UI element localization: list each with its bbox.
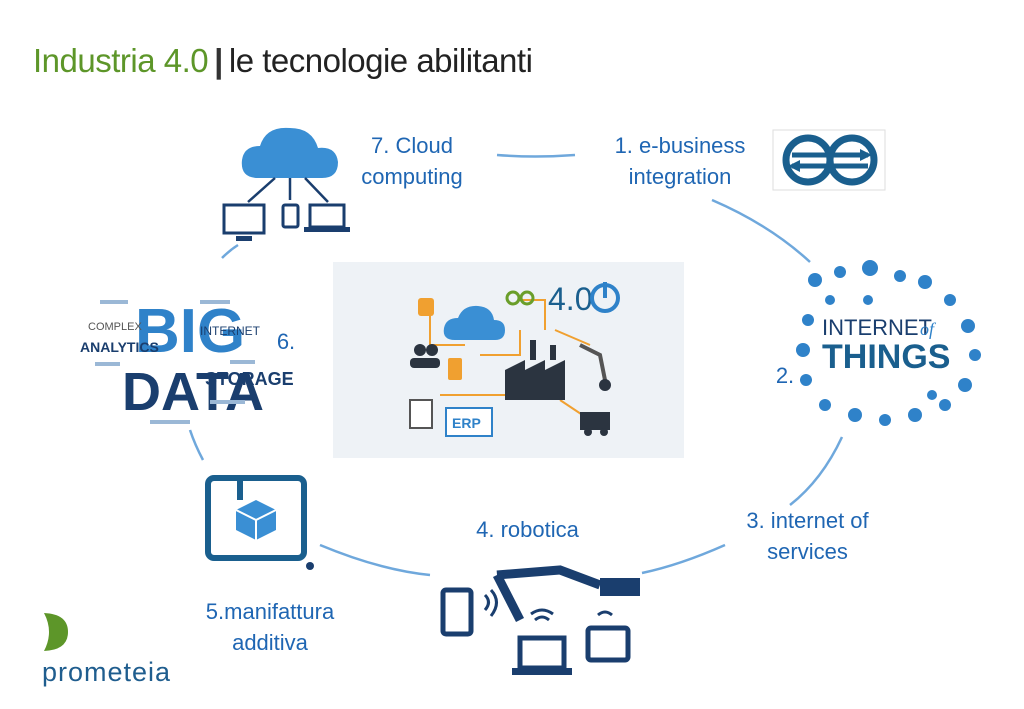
iot-of-word: of <box>920 319 937 339</box>
label-cloud-computing: 7. Cloud computing <box>352 130 472 192</box>
cloud-computing-icon <box>222 127 350 241</box>
bigdata-complex-word: COMPLEX <box>88 321 142 333</box>
arc-ios-robotics <box>641 543 726 575</box>
bigdata-internet-word: INTERNET <box>200 324 261 338</box>
cycle-arcs <box>188 153 844 577</box>
center-gear-icon <box>505 290 521 306</box>
label-iot: 2. <box>770 360 800 391</box>
bigdata-big-word: BIG <box>135 297 245 366</box>
label-robotics: 4. robotica <box>465 514 590 545</box>
bigdata-storage-word: STORAGE <box>205 369 294 389</box>
center-cloud-icon <box>443 305 505 340</box>
label-cloud-line1: 7. Cloud <box>371 133 453 158</box>
title-part1: Industria 4.0 <box>33 42 209 79</box>
big-data-icon: BIG DATA ANALYTICS COMPLEX STORAGE INTER… <box>80 297 294 424</box>
arc-additive-bigdata <box>188 429 205 461</box>
bigdata-data-word: DATA <box>122 362 264 422</box>
label-additive-line1: 5.manifattura <box>205 599 335 624</box>
label-bigdata-line1: 6. <box>276 329 296 354</box>
label-big-data: 6. <box>270 326 302 357</box>
arc-ebusiness-iot <box>711 198 811 263</box>
arc-bigdata-cloud <box>221 243 239 259</box>
internet-of-things-icon: INTERNET of THINGS <box>796 260 981 426</box>
bigdata-analytics-word: ANALYTICS <box>80 339 159 355</box>
robotics-icon <box>440 565 640 675</box>
label-ebusiness-line1: 1. e-business <box>614 133 746 158</box>
center-erp-icon <box>445 407 493 437</box>
label-ios-line2: services <box>767 539 848 564</box>
arc-robotics-additive <box>319 543 431 577</box>
center-lock-icon <box>418 298 434 316</box>
title-part2: le tecnologie abilitanti <box>228 42 533 79</box>
arc-cloud-ebusiness <box>496 153 576 158</box>
label-internet-of-services: 3. internet of services <box>730 505 885 567</box>
label-robotics-line1: 4. robotica <box>476 517 579 542</box>
label-cloud-line2: computing <box>361 164 463 189</box>
label-e-business: 1. e-business integration <box>605 130 755 192</box>
industry-4-center-image: 4.0 ERP <box>333 262 684 458</box>
label-ebusiness-line2: integration <box>628 164 732 189</box>
center-factory-icon <box>505 360 565 400</box>
center-badge: 4.0 <box>548 281 592 317</box>
label-additive-line2: additiva <box>232 630 308 655</box>
label-additive: 5.manifattura additiva <box>190 596 350 658</box>
e-business-integration-icon <box>772 129 886 191</box>
center-truck-icon <box>580 412 610 430</box>
page-title: Industria 4.0|le tecnologie abilitanti <box>33 42 533 80</box>
iot-internet-word: INTERNET <box>822 315 932 340</box>
iot-things-word: THINGS <box>822 338 950 376</box>
label-iot-line1: 2. <box>775 363 795 388</box>
center-erp-label: ERP <box>452 415 481 431</box>
center-users-icon <box>414 344 426 356</box>
title-separator: | <box>214 42 223 79</box>
arc-iot-ios <box>789 436 844 506</box>
center-robot-arm-icon <box>579 343 607 381</box>
brand-name: prometeia <box>42 657 172 687</box>
center-chart-icon <box>409 399 433 429</box>
prometeia-logo-icon <box>44 613 68 651</box>
center-phone-icon <box>448 358 462 380</box>
label-ios-line1: 3. internet of <box>746 508 869 533</box>
additive-manufacturing-icon <box>205 475 314 570</box>
